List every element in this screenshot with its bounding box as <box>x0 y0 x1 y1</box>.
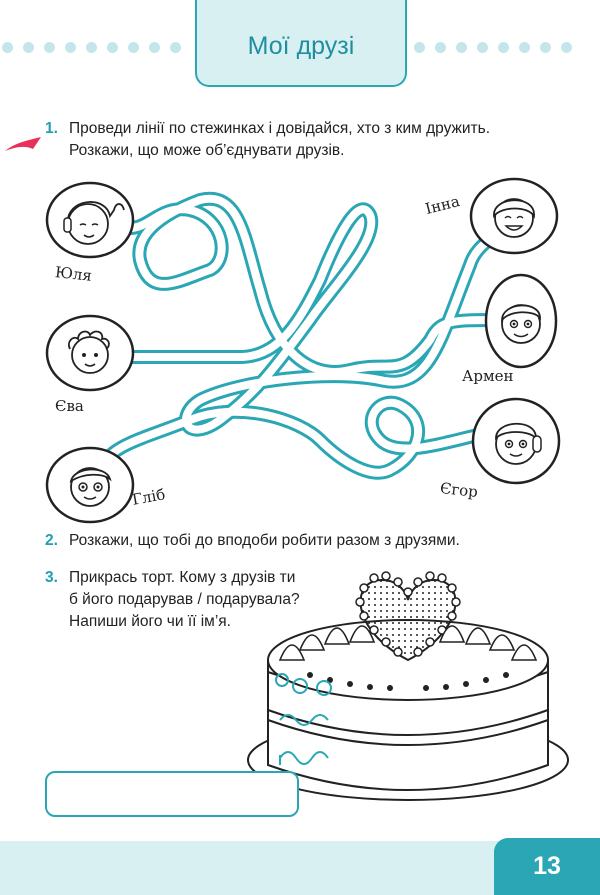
page-number: 13 <box>494 838 600 895</box>
girl-headphones-face-icon <box>45 181 135 259</box>
cake-illustration <box>247 571 569 801</box>
task-3-line-1: Прикрась торт. Кому з друзів ти <box>69 569 296 586</box>
arrow-pointer-icon <box>5 137 41 151</box>
boy-headphones-face-icon <box>471 397 561 485</box>
curly-girl-face-icon <box>45 314 135 392</box>
task-1-number: 1. <box>45 120 58 137</box>
task-3-line-2: б його подарував / подарувала? <box>69 591 300 608</box>
friend-name-armen: Армен <box>462 367 514 385</box>
title-tab: Мої друзі <box>195 0 407 87</box>
task-2: 2. Розкажи, що тобі до вподоби робити ра… <box>45 530 595 554</box>
friend-name-yegor: Єгор <box>439 479 479 501</box>
task-1: 1. Проведи лінії по стежинках і довідайс… <box>45 118 595 164</box>
name-answer-field[interactable] <box>45 771 299 817</box>
page-title: Мої друзі <box>247 32 355 60</box>
header-dots-right <box>414 42 572 56</box>
header-dots-left <box>2 42 181 56</box>
task-3-number: 3. <box>45 569 58 586</box>
girl-smiling-face-icon <box>469 177 559 255</box>
heart-decoration <box>355 571 461 662</box>
task-1-line-1: Проведи лінії по стежинках і довідайся, … <box>69 120 490 137</box>
boy-smiling-face-icon <box>484 273 558 369</box>
maze-paths <box>93 191 507 480</box>
task-2-line-1: Розкажи, що тобі до вподоби робити разом… <box>69 532 460 549</box>
task-3: 3. Прикрась торт. Кому з друзів ти б йог… <box>45 567 325 635</box>
friend-name-yeva: Єва <box>55 397 84 415</box>
boy-face-icon <box>45 446 135 524</box>
task-1-line-2: Розкажи, що може об’єднувати друзів. <box>69 142 345 159</box>
task-3-line-3: Напиши його чи її ім’я. <box>69 613 231 630</box>
task-2-number: 2. <box>45 532 58 549</box>
friend-name-yulia: Юля <box>54 263 93 285</box>
